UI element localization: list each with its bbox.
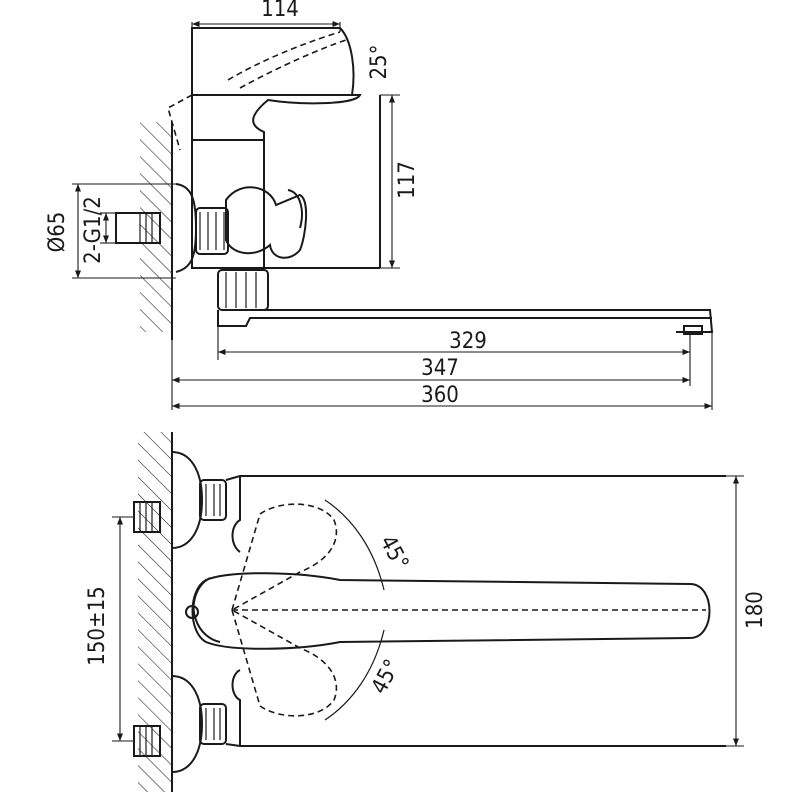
side-dimensions — [72, 20, 713, 410]
dim-thread: 2-G1/2 — [81, 196, 106, 264]
dim-329: 329 — [449, 329, 487, 354]
mixer-body-front — [185, 475, 726, 747]
dim-347: 347 — [421, 356, 459, 381]
wall-hatch-top — [140, 122, 172, 332]
dim-diameter-65: Ø65 — [45, 212, 70, 253]
wall-hatch-front — [138, 432, 172, 792]
dim-360: 360 — [421, 383, 459, 408]
front-dimensions — [112, 475, 744, 747]
spout-side — [217, 269, 714, 335]
dim-150-15: 150±15 — [85, 586, 110, 666]
dim-angle-45-upper: 45° — [374, 532, 413, 575]
dim-angle-25: 25° — [367, 44, 392, 79]
handle-lever — [167, 27, 362, 151]
front-view: 45° 45° 150±15 180 — [85, 432, 768, 792]
dim-180: 180 — [743, 591, 768, 629]
upper-connector — [133, 451, 227, 549]
dim-114: 114 — [261, 0, 299, 22]
dim-117: 117 — [395, 161, 420, 199]
side-view: 114 25° 117 Ø65 2-G1/2 329 347 360 — [45, 0, 714, 410]
mixer-body-side — [115, 95, 381, 273]
